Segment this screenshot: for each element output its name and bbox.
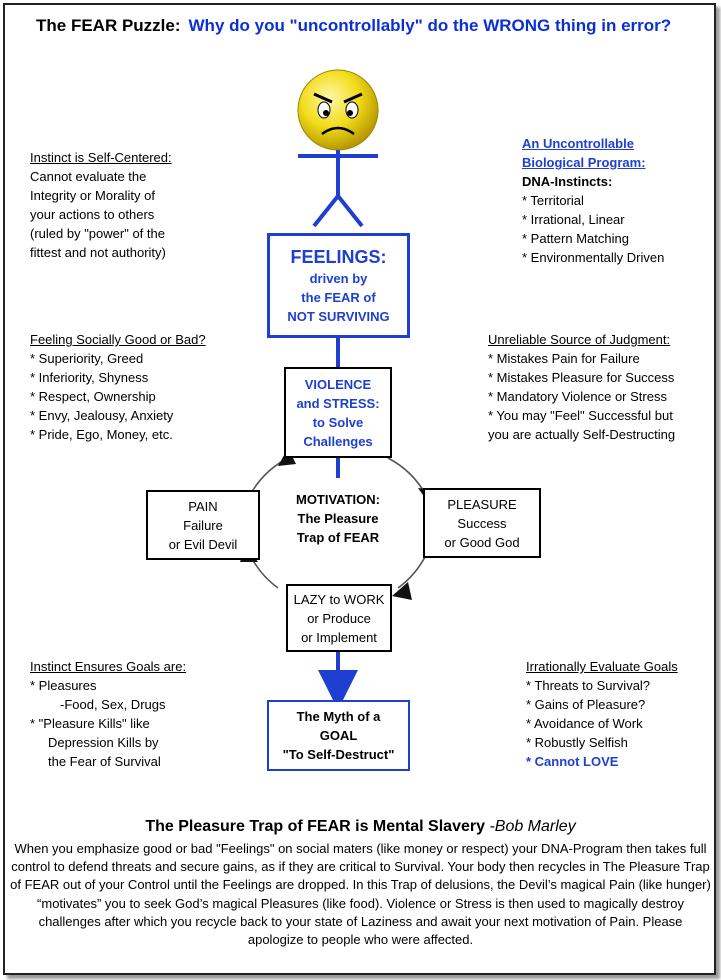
pleasure-line: or Good God [444, 534, 520, 550]
goal-line: GOAL [319, 728, 358, 743]
feelings-line: driven by [309, 271, 368, 286]
mid-right-item: * Mandatory Violence or Stress [488, 389, 667, 404]
motivation-line: Trap of FEAR [296, 530, 380, 545]
right-eye [345, 101, 359, 119]
header: The FEAR Puzzle: Why do you "uncontrollab… [36, 16, 671, 36]
bottom-right-item: * Gains of Pleasure? [526, 697, 646, 712]
pain-box: PAIN Failure or Evil Devil [146, 490, 260, 560]
footer-paragraph: When you emphasize good or bad "Feelings… [10, 841, 711, 948]
mid-right-item: * Mistakes Pain for Failure [488, 351, 640, 366]
mid-left-note: Feeling Socially Good or Bad? * Superior… [30, 330, 240, 444]
feelings-line: NOT SURVIVING [287, 309, 390, 324]
violence-line: Challenges [303, 433, 373, 449]
top-left-line: fittest and not authority) [30, 245, 166, 260]
right-leg [336, 194, 364, 228]
footer-title-author: -Bob Marley [489, 818, 576, 835]
top-right-item: * Pattern Matching [522, 231, 629, 246]
feelings-title: FEELINGS: [290, 247, 387, 267]
lazy-line: LAZY to WORK [293, 591, 385, 607]
top-left-line: Cannot evaluate the [30, 169, 147, 184]
pleasure-line: Success [457, 515, 507, 531]
angry-face-icon [297, 69, 379, 151]
mid-right-heading: Unreliable Source of Judgment: [488, 332, 671, 347]
mid-left-item: * Envy, Jealousy, Anxiety [30, 408, 174, 423]
pleasure-box: PLEASURE Success or Good God [423, 488, 541, 558]
right-eyebrow [343, 92, 363, 104]
top-left-note: Instinct is Self-Centered: Cannot evalua… [30, 148, 230, 262]
bottom-right-item: * Avoidance of Work [526, 716, 643, 731]
bottom-right-heading: Irrationally Evaluate Goals [526, 659, 678, 674]
violence-line: VIOLENCE [304, 376, 372, 392]
bottom-right-item-love: * Cannot LOVE [526, 754, 619, 769]
pain-line: or Evil Devil [168, 536, 238, 552]
top-left-heading: Instinct is Self-Centered: [30, 150, 172, 165]
mid-right-item: * You may "Feel" Successful but [488, 408, 673, 423]
bottom-left-line: -Food, Sex, Drugs [60, 697, 166, 712]
violence-line: to Solve [312, 414, 364, 430]
top-left-line: (ruled by "power" of the [30, 226, 165, 241]
bottom-right-item: * Threats to Survival? [526, 678, 651, 693]
mid-left-item: * Superiority, Greed [30, 351, 144, 366]
mid-right-note: Unreliable Source of Judgment: * Mistake… [488, 330, 708, 444]
page-frame [3, 3, 716, 975]
top-right-heading: Biological Program: [522, 155, 646, 170]
violence-box: VIOLENCE and STRESS: to Solve Challenges [284, 367, 392, 458]
motivation-label: MOTIVATION: The Pleasure Trap of FEAR [278, 490, 398, 547]
feelings-box: FEELINGS: driven by the FEAR of NOT SURV… [267, 233, 410, 338]
top-left-line: your actions to others [30, 207, 155, 222]
footer-title: The Pleasure Trap of FEAR is Mental Slav… [0, 818, 721, 836]
top-left-line: Integrity or Morality of [30, 188, 155, 203]
top-right-item: * Territorial [522, 193, 584, 208]
top-right-item: * Irrational, Linear [522, 212, 625, 227]
bottom-left-line: * "Pleasure Kills" like [30, 716, 150, 731]
bottom-left-heading: Instinct Ensures Goals are: [30, 659, 187, 674]
top-right-item: * Environmentally Driven [522, 250, 665, 265]
pleasure-line: PLEASURE [447, 496, 517, 512]
mid-left-item: * Pride, Ego, Money, etc. [30, 427, 173, 442]
left-eye [317, 101, 331, 119]
pain-line: PAIN [188, 498, 218, 514]
lazy-line: or Produce [307, 610, 371, 626]
footer-title-main: The Pleasure Trap of FEAR is Mental Slav… [145, 818, 490, 835]
mid-left-item: * Inferiority, Shyness [30, 370, 149, 385]
feelings-line: the FEAR of [301, 290, 376, 305]
top-right-note: An Uncontrollable Biological Program: DN… [522, 134, 712, 267]
mid-right-item: * Mistakes Pleasure for Success [488, 370, 675, 385]
bottom-right-note: Irrationally Evaluate Goals * Threats to… [526, 657, 711, 771]
violence-line: and STRESS: [296, 395, 380, 411]
pain-line: Failure [183, 517, 223, 533]
top-right-heading: An Uncontrollable [522, 136, 634, 151]
top-right-subheading: DNA-Instincts: [522, 174, 613, 189]
goal-line: "To Self-Destruct" [282, 747, 395, 762]
goal-box: The Myth of a GOAL "To Self-Destruct" [267, 700, 410, 771]
motivation-line: The Pleasure [297, 511, 379, 526]
bottom-right-item: * Robustly Selfish [526, 735, 628, 750]
mid-right-item: you are actually Self-Destructing [488, 427, 676, 442]
left-eyebrow [313, 92, 333, 104]
stick-figure [297, 69, 379, 228]
header-title: The FEAR Puzzle: [36, 16, 181, 35]
frown [321, 126, 355, 136]
bottom-left-line: Depression Kills by [48, 735, 159, 750]
bottom-left-note: Instinct Ensures Goals are: * Pleasures … [30, 657, 250, 771]
left-leg [312, 194, 340, 228]
goal-line: The Myth of a [296, 709, 381, 724]
lazy-line: or Implement [301, 629, 377, 645]
motivation-line: MOTIVATION: [295, 492, 380, 507]
mid-left-heading: Feeling Socially Good or Bad? [30, 332, 206, 347]
header-question: Why do you "uncontrollably" do the WRONG… [188, 16, 672, 35]
lazy-box: LAZY to WORK or Produce or Implement [286, 584, 392, 652]
bottom-left-line: the Fear of Survival [48, 754, 161, 769]
bottom-left-line: * Pleasures [30, 678, 97, 693]
mid-left-item: * Respect, Ownership [30, 389, 156, 404]
